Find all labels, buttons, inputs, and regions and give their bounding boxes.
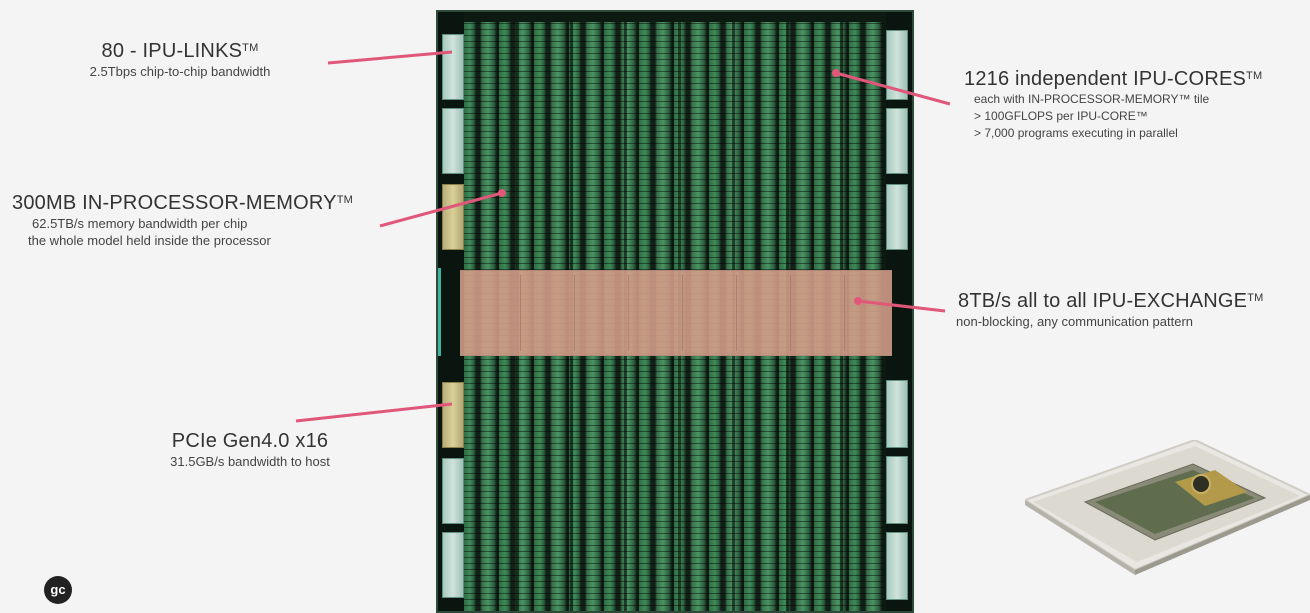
trademark-mark: TM	[242, 42, 259, 54]
package-edge	[1025, 500, 1135, 575]
graphcore-logo-icon: gc	[44, 576, 72, 604]
ipu-link-block	[442, 108, 464, 174]
exchange-title: 8TB/s all to all IPU-EXCHANGETM	[956, 290, 1264, 313]
cores-subtitle-2: > 100GFLOPS per IPU-CORE™	[974, 109, 1148, 123]
ipu-link-block	[886, 184, 908, 250]
ipu-link-block	[442, 532, 464, 598]
ipu-link-block	[886, 30, 908, 100]
cores-subtitle-3: > 7,000 programs executing in parallel	[974, 126, 1178, 140]
exchange-segment	[736, 275, 737, 351]
memory-label: 300MB IN-PROCESSOR-MEMORYTM 62.5TB/s mem…	[12, 192, 353, 249]
package-logo-icon	[1191, 474, 1211, 494]
exchange-label: 8TB/s all to all IPU-EXCHANGETM non-bloc…	[956, 290, 1264, 330]
exchange-segment	[574, 275, 575, 351]
ipu-link-block	[442, 34, 464, 100]
exchange-segment	[682, 275, 683, 351]
package-edge	[1135, 495, 1310, 575]
cores-title-text: 1216 independent IPU-CORES	[964, 68, 1247, 90]
exchange-subtitle: non-blocking, any communication pattern	[956, 314, 1194, 329]
logo-text: gc	[50, 582, 66, 597]
exchange-segment	[790, 275, 791, 351]
memory-subtitle-1: 62.5TB/s memory bandwidth per chip	[32, 216, 248, 231]
ipu-links-title-text: 80 - IPU-LINKS	[101, 40, 243, 62]
exchange-segment	[844, 275, 845, 351]
cores-subtitle-1: each with IN-PROCESSOR-MEMORY™ tile	[974, 92, 1210, 106]
ipu-links-callout-line	[327, 50, 453, 65]
ipu-link-block	[886, 456, 908, 524]
cores-title: 1216 independent IPU-CORESTM	[964, 68, 1262, 91]
ipu-link-block	[886, 532, 908, 600]
ipu-link-block	[886, 108, 908, 174]
ipu-link-block	[442, 458, 464, 524]
pcie-title: PCIe Gen4.0 x16	[171, 430, 329, 452]
memory-title: 300MB IN-PROCESSOR-MEMORYTM	[12, 192, 353, 215]
ipu-links-label: 80 - IPU-LINKSTM 2.5Tbps chip-to-chip ba…	[40, 40, 320, 80]
ipu-links-title: 80 - IPU-LINKSTM	[40, 40, 320, 63]
exchange-segment	[520, 275, 521, 351]
pcie-callout-line	[295, 402, 453, 423]
trademark-mark: TM	[336, 194, 353, 206]
trademark-mark: TM	[1247, 292, 1264, 304]
memory-block	[442, 184, 464, 250]
ipu-links-subtitle: 2.5Tbps chip-to-chip bandwidth	[89, 64, 271, 79]
exchange-title-text: 8TB/s all to all IPU-EXCHANGE	[958, 290, 1248, 312]
trademark-mark: TM	[1246, 70, 1263, 82]
ipu-link-block	[886, 380, 908, 448]
ipu-exchange-band	[460, 270, 892, 356]
pcie-label: PCIe Gen4.0 x16 31.5GB/s bandwidth to ho…	[100, 430, 400, 470]
die-edge-highlight	[438, 268, 441, 356]
pcie-subtitle: 31.5GB/s bandwidth to host	[170, 454, 330, 469]
ipu-package-image	[1025, 440, 1310, 575]
exchange-segment	[628, 275, 629, 351]
memory-subtitle-2: the whole model held inside the processo…	[28, 233, 271, 248]
pcie-block	[442, 382, 464, 448]
cores-label: 1216 independent IPU-CORESTM each with I…	[964, 68, 1262, 142]
memory-title-text: 300MB IN-PROCESSOR-MEMORY	[12, 192, 337, 214]
